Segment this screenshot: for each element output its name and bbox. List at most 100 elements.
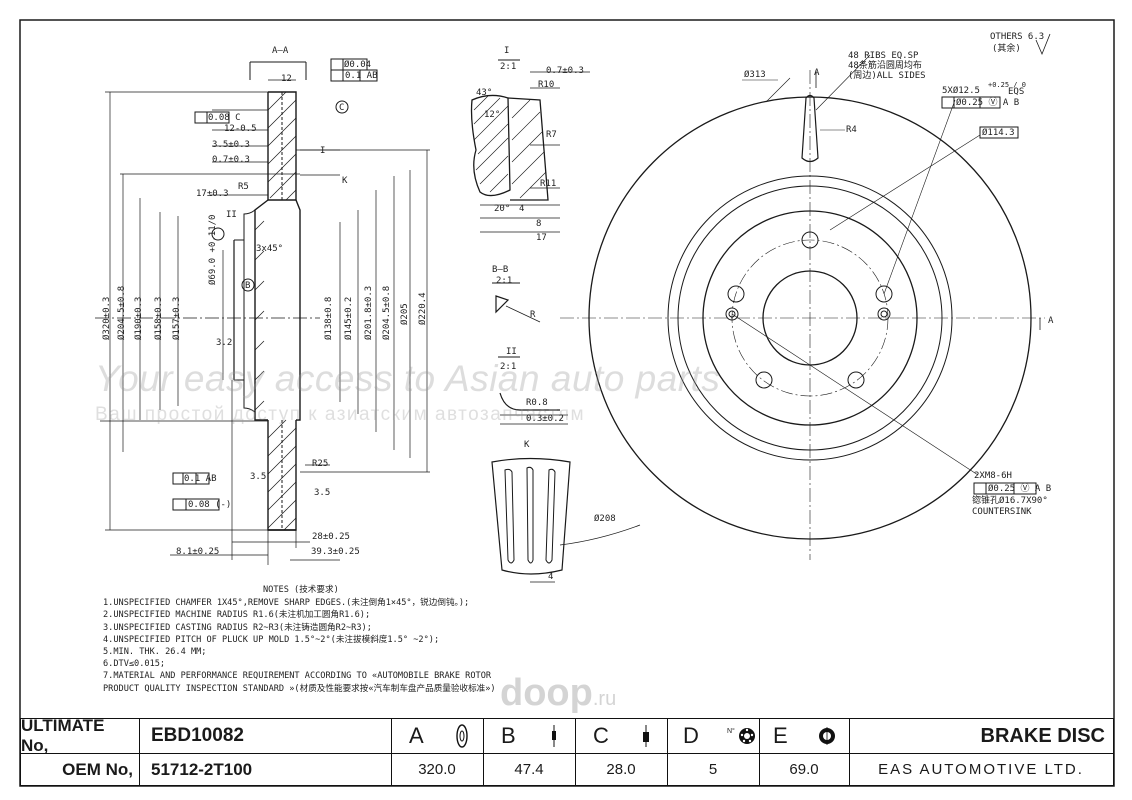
front-view — [560, 33, 1051, 560]
note-line: PRODUCT QUALITY INSPECTION STANDARD »(材质… — [103, 683, 496, 694]
ultimate-value: EBD10082 — [151, 725, 244, 746]
col-d-letter: D — [683, 723, 699, 748]
section-bb-scale: 2:1 — [496, 276, 513, 286]
title-block: ULTIMATE No, EBD10082 OEM No, 51712-2T10… — [20, 716, 1114, 786]
dim-d201-8: Ø201.8±0.3 — [364, 285, 374, 340]
dim-i-12: 12° — [484, 110, 501, 120]
section-bb-label: B—B — [492, 265, 509, 275]
dim-flatness: Ø0.04 — [344, 60, 372, 70]
ribs-note-2: 48条筋沿圆周均布 — [848, 61, 922, 71]
dim-i-17: 17 — [536, 233, 547, 243]
dim-ii-0-3: 0.3±0.2 — [526, 414, 564, 424]
others-roughness: OTHERS 6.3 — [990, 32, 1045, 42]
section-b-b — [492, 282, 541, 323]
note-line: 4.UNSPECIFIED PITCH OF PLUCK UP MOLD 1.5… — [103, 634, 440, 645]
bolt-holes-icon-text: N° — [727, 728, 735, 735]
dim-3-5: 3.5±0.3 — [212, 140, 250, 150]
countersink-label: COUNTERSINK — [972, 507, 1032, 517]
col-e-letter: E — [773, 723, 788, 748]
bolt-holes-icon — [739, 728, 755, 744]
section-aa-label: A—A — [272, 46, 289, 56]
col-d-value: 5 — [708, 761, 718, 778]
dim-0-7: 0.7±0.3 — [212, 155, 250, 165]
product-name: BRAKE DISC — [980, 724, 1105, 747]
col-e-value: 69.0 — [789, 761, 819, 778]
dim-d320: Ø320±0.3 — [102, 296, 112, 340]
dim-runout-ab-2: 0.1 AB — [184, 474, 217, 484]
note-line: 2.UNSPECIFIED MACHINE RADIUS R1.6(未注机加工圆… — [103, 610, 371, 621]
dim-runout-ab: 0.1 AB — [345, 71, 378, 81]
dim-bb-r: R — [530, 310, 536, 320]
datum-a-top: A — [814, 68, 820, 78]
dim-d138: Ø138±0.8 — [324, 296, 334, 340]
dim-28: 28±0.25 — [312, 532, 350, 542]
holes-spec: 5XØ12.5 — [942, 86, 980, 96]
dim-r5: R5 — [238, 182, 249, 192]
notes-block: NOTES (技术要求) 1.UNSPECIFIED CHAMFER 1X45°… — [103, 584, 496, 695]
dim-i-20: 20° — [494, 204, 511, 214]
tap-spec: 2XM8-6H — [974, 471, 1012, 481]
note-line: 7.MATERIAL AND PERFORMANCE REQUIREMENT A… — [103, 671, 492, 682]
dim-d204-5b: Ø204.5±0.8 — [382, 285, 392, 340]
detail-ii-scale: 2:1 — [500, 362, 517, 372]
watermark-tagline-en: Your easy access to Asian auto parts — [95, 358, 721, 399]
col-c-letter: C — [593, 723, 609, 748]
dim-i-r10: R10 — [538, 80, 555, 90]
dim-k-d208: Ø208 — [594, 514, 616, 524]
ribs-note-1: 48 RIBS EQ.SP — [848, 51, 919, 61]
detail-ii — [498, 356, 568, 425]
dim-d190: Ø190±0.3 — [134, 296, 144, 340]
detail-ii-marker: II — [226, 210, 237, 220]
col-a-letter: A — [409, 723, 424, 748]
detail-i — [470, 59, 590, 233]
dim-parallel-c: 0.08 C — [208, 113, 241, 123]
center-bore-icon — [819, 727, 835, 745]
detail-i-label: I — [504, 46, 510, 56]
notes-title: NOTES (技术要求) — [263, 585, 339, 595]
col-b-value: 47.4 — [514, 761, 544, 778]
note-line: 1.UNSPECIFIED CHAMFER 1X45°,REMOVE SHARP… — [103, 598, 470, 609]
datum-b: B — [245, 281, 251, 291]
dim-d205: Ø205 — [400, 303, 410, 325]
col-b-letter: B — [501, 723, 516, 748]
oem-value: 51712-2T100 — [151, 759, 253, 779]
dim-i-4: 4 — [519, 204, 525, 214]
dim-i-43: 43° — [476, 88, 493, 98]
dim-12: 12 — [281, 74, 292, 84]
dim-ii-r0-8: R0.8 — [526, 398, 548, 408]
watermark-tagline-ru: Ваш простой доступ к азиатским автозапча… — [95, 404, 586, 425]
dim-d220-4: Ø220.4 — [418, 292, 428, 325]
thickness-icon — [643, 725, 649, 747]
dim-3-5-b: 3.5 — [250, 472, 267, 482]
detail-i-scale: 2:1 — [500, 62, 517, 72]
datum-c: C — [339, 103, 345, 113]
detail-i-marker: I — [320, 146, 326, 156]
ribs-note-3: (周边)ALL SIDES — [848, 71, 926, 81]
view-k — [491, 457, 641, 583]
dim-17: 17±0.3 — [196, 189, 229, 199]
col-c-value: 28.0 — [606, 761, 636, 778]
dim-d158: Ø158±0.3 — [154, 296, 164, 340]
dia-313-label: Ø313 — [744, 70, 766, 80]
note-line: 6.DTV≤0.015; — [103, 659, 166, 670]
dim-39-3: 39.3±0.25 — [311, 547, 360, 557]
view-k-arrow-label: K — [342, 176, 348, 186]
disc-face-icon — [456, 724, 468, 748]
dim-8-1: 8.1±0.25 — [176, 547, 220, 557]
dim-i-r7: R7 — [546, 130, 557, 140]
dim-i-0-7: 0.7±0.3 — [546, 66, 584, 76]
datum-a-right: A — [1048, 316, 1054, 326]
dim-3-5-c: 3.5 — [314, 488, 331, 498]
dim-12-tol: 12-0.5 — [224, 124, 257, 134]
dim-d204-5a: Ø204.5±0.8 — [117, 285, 127, 340]
holes-eqs: EQS — [1008, 87, 1025, 97]
tap-cn: 锪锥孔Ø16.7X90° — [972, 496, 1048, 506]
pcd-label: Ø114.3 — [982, 128, 1015, 138]
dim-d145: Ø145±0.2 — [344, 296, 354, 340]
watermark-site-logo: doop.ru — [500, 672, 617, 714]
dim-r25: R25 — [312, 459, 329, 469]
detail-ii-label: II — [506, 347, 517, 357]
holes-tol-frame: Ø0.25 Ⓥ A B — [956, 98, 1020, 108]
